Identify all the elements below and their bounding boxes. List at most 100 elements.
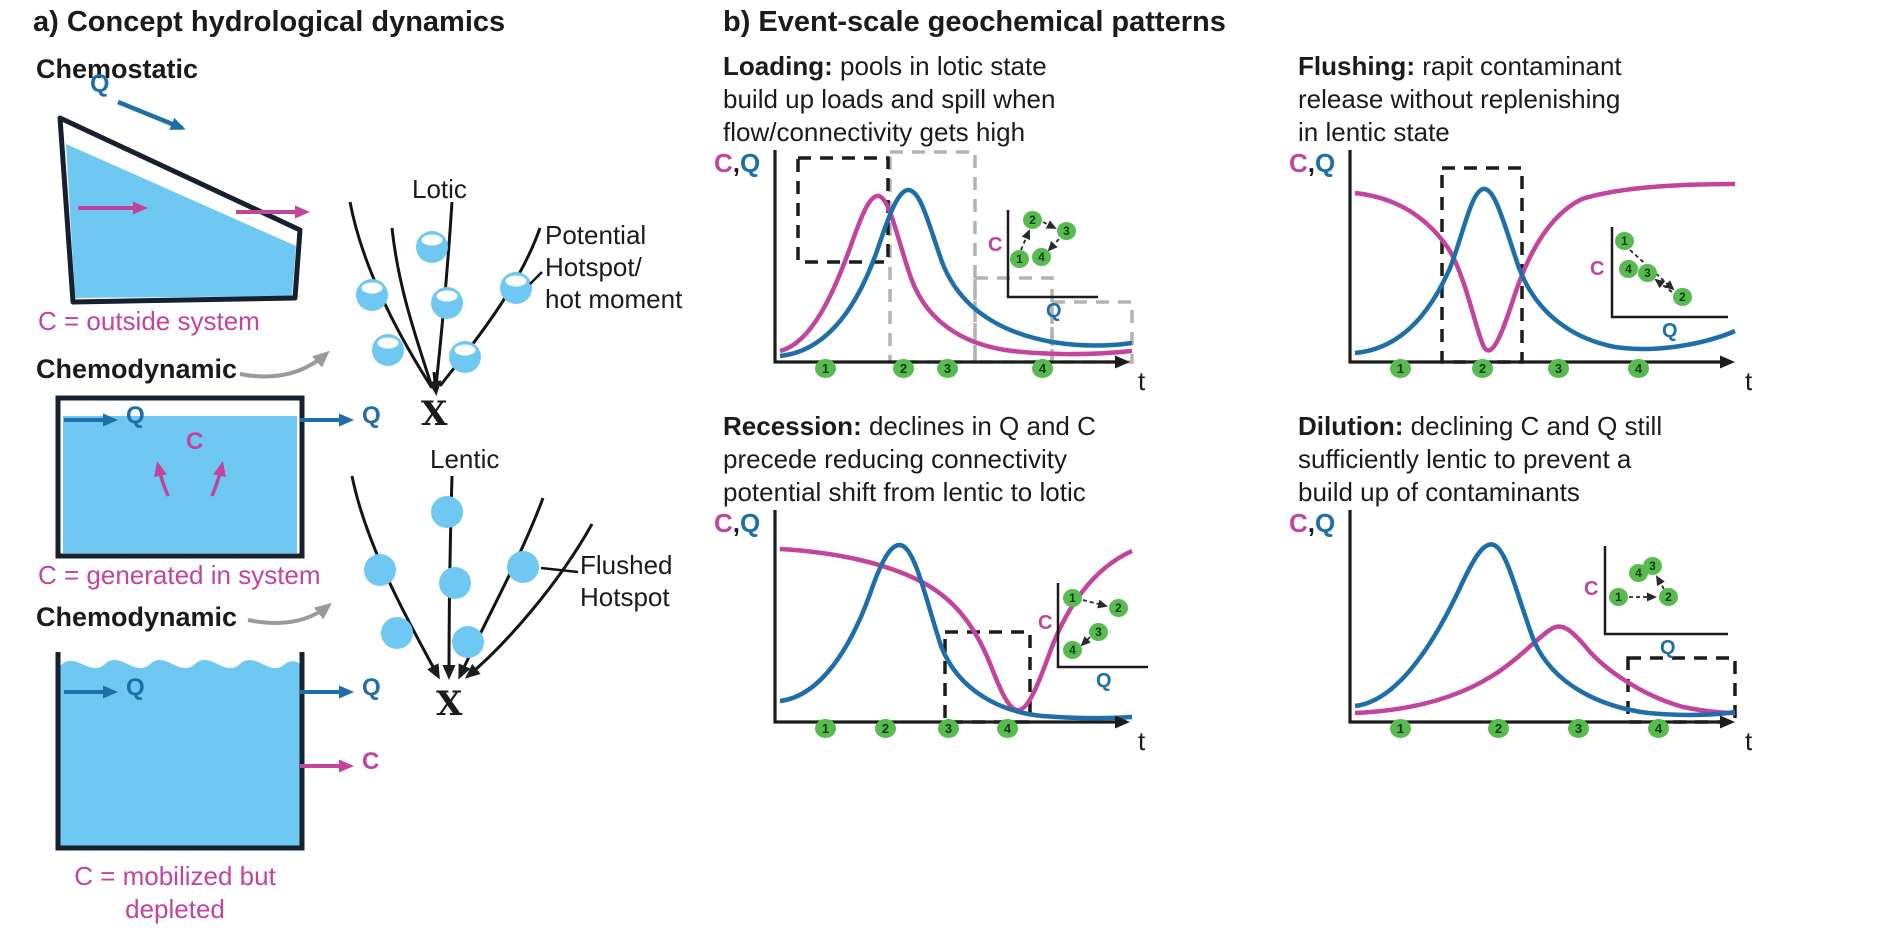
q-curve: [779, 187, 1133, 359]
inset-point-3: 3: [1638, 264, 1657, 282]
time-marker-3: 3: [1568, 719, 1589, 738]
c-curve: [1354, 624, 1736, 716]
potential-hotspot-line1: Potential: [545, 220, 647, 250]
loading-heading: Loading: pools in lotic state build up l…: [723, 50, 1055, 149]
inset-q-label: Q: [1046, 300, 1062, 322]
heading-line: Flushing: rapit contaminant: [1298, 50, 1622, 83]
time-marker-4: 4: [997, 719, 1018, 738]
c-axis-letter: C: [714, 508, 733, 538]
caption-line1: C = mobilized but: [74, 861, 276, 891]
box1-water: [63, 416, 297, 553]
lotic-strand: [390, 227, 433, 385]
inset-point-2: 2: [1023, 211, 1042, 229]
inset-point-1: 1: [1063, 589, 1082, 607]
inset-point-3: 3: [1089, 623, 1108, 641]
flushed-pointer-line: [540, 566, 579, 574]
q-curve: [779, 542, 1133, 721]
q-in-label1: Q: [126, 402, 145, 429]
inset-q-label: Q: [1096, 670, 1112, 692]
black-dashed-box: [1626, 656, 1737, 724]
inset-point-1: 1: [1615, 232, 1634, 250]
axis-comma: ,: [732, 508, 741, 538]
lentic-outlet-x: X: [436, 684, 463, 724]
flushed-hotspot-line2: Hotspot: [580, 582, 670, 612]
time-marker-3: 3: [1548, 359, 1569, 378]
heading-line: release without replenishing: [1298, 84, 1621, 114]
axis-comma: ,: [1307, 148, 1316, 178]
gray-dashed-box: [973, 276, 1054, 364]
q-axis-letter: Q: [740, 148, 761, 178]
q-curve: [1354, 186, 1736, 356]
heading-line: Dilution: declining C and Q still: [1298, 410, 1662, 443]
box2-outline: [55, 652, 305, 851]
heading-rest: pools in lotic state: [832, 51, 1047, 81]
cq-axis-label: C,Q: [1289, 508, 1335, 539]
inset-point-2: 2: [1109, 599, 1128, 617]
axis-comma: ,: [1307, 508, 1316, 538]
c-curve: [779, 193, 1133, 357]
time-marker-2: 2: [875, 719, 896, 738]
axes: [773, 150, 1130, 369]
arrow-to-lotic: [239, 350, 330, 379]
plot-recession: [773, 510, 1148, 729]
axis-comma: ,: [732, 148, 741, 178]
q-label-chemostatic: Q: [90, 70, 110, 98]
heading-line: build up loads and spill when: [723, 84, 1056, 114]
c-curve: [779, 546, 1133, 713]
inset-point-1: 1: [1010, 250, 1029, 268]
inset-c-label: C: [1038, 612, 1053, 634]
chemodynamic1-caption: C = generated in system: [38, 560, 321, 590]
inset-point-2: 2: [1659, 588, 1678, 606]
q-axis-letter: Q: [1315, 508, 1336, 538]
t-axis-label: t: [1138, 726, 1146, 756]
inset-c-label: C: [1590, 258, 1605, 280]
chemostatic-label: Chemostatic: [36, 54, 199, 84]
inset-point-4: 4: [1629, 564, 1648, 582]
cq-axis-label: C,Q: [714, 508, 760, 539]
caption-line2: depleted: [125, 894, 225, 924]
lotic-strand: [348, 201, 434, 389]
q-out-label2: Q: [362, 674, 381, 701]
heading-line: flow/connectivity gets high: [723, 117, 1026, 147]
lentic-strand: [458, 497, 545, 680]
plot-dilution: [1348, 510, 1737, 729]
recession-heading: Recession: declines in Q and C precede r…: [723, 410, 1096, 509]
q-axis-letter: Q: [1315, 148, 1336, 178]
heading-lead: Recession:: [723, 411, 862, 441]
chemostatic-container: [57, 99, 310, 305]
inset-c-label: C: [988, 234, 1003, 256]
potential-hotspot-line3: hot moment: [545, 284, 683, 314]
c-generate-arrow-right: [210, 461, 226, 497]
lotic-drop-circles: [356, 231, 532, 373]
c-axis-letter: C: [1289, 508, 1308, 538]
c-axis-letter: C: [1289, 148, 1308, 178]
q-axis-letter: Q: [740, 508, 761, 538]
chemostatic-caption: C = outside system: [38, 306, 260, 336]
gray-dashed-box: [888, 150, 977, 364]
time-marker-1: 1: [1390, 359, 1411, 378]
time-marker-3: 3: [937, 359, 958, 378]
time-marker-2: 2: [1472, 359, 1493, 378]
lentic-drop-circles: [364, 496, 539, 658]
inset-point-1: 1: [1609, 588, 1628, 606]
heading-lead: Flushing:: [1298, 51, 1415, 81]
chemodynamic-generated-container: [55, 395, 354, 559]
heading-rest: declines in Q and C: [861, 411, 1096, 441]
lotic-strand: [434, 201, 454, 387]
heading-line: build up of contaminants: [1298, 477, 1580, 507]
box2-water-wavy: [60, 659, 300, 846]
axes: [1348, 510, 1735, 729]
chemodynamic2-label: Chemodynamic: [36, 602, 238, 632]
t-axis-label: t: [1745, 366, 1753, 396]
potential-hotspot-line2: Hotspot/: [545, 252, 642, 282]
chemodynamic1-label: Chemodynamic: [36, 354, 238, 384]
lotic-converge-arrow: [428, 371, 442, 396]
lotic-outlet-x: X: [421, 394, 448, 434]
lotic-network: [348, 201, 543, 396]
time-marker-2: 2: [1488, 719, 1509, 738]
lentic-label: Lentic: [430, 444, 500, 474]
inset-point-4: 4: [1032, 248, 1051, 266]
cq-axis-label: C,Q: [714, 148, 760, 179]
heading-line: Recession: declines in Q and C: [723, 410, 1096, 443]
inset-point-4: 4: [1063, 641, 1082, 659]
